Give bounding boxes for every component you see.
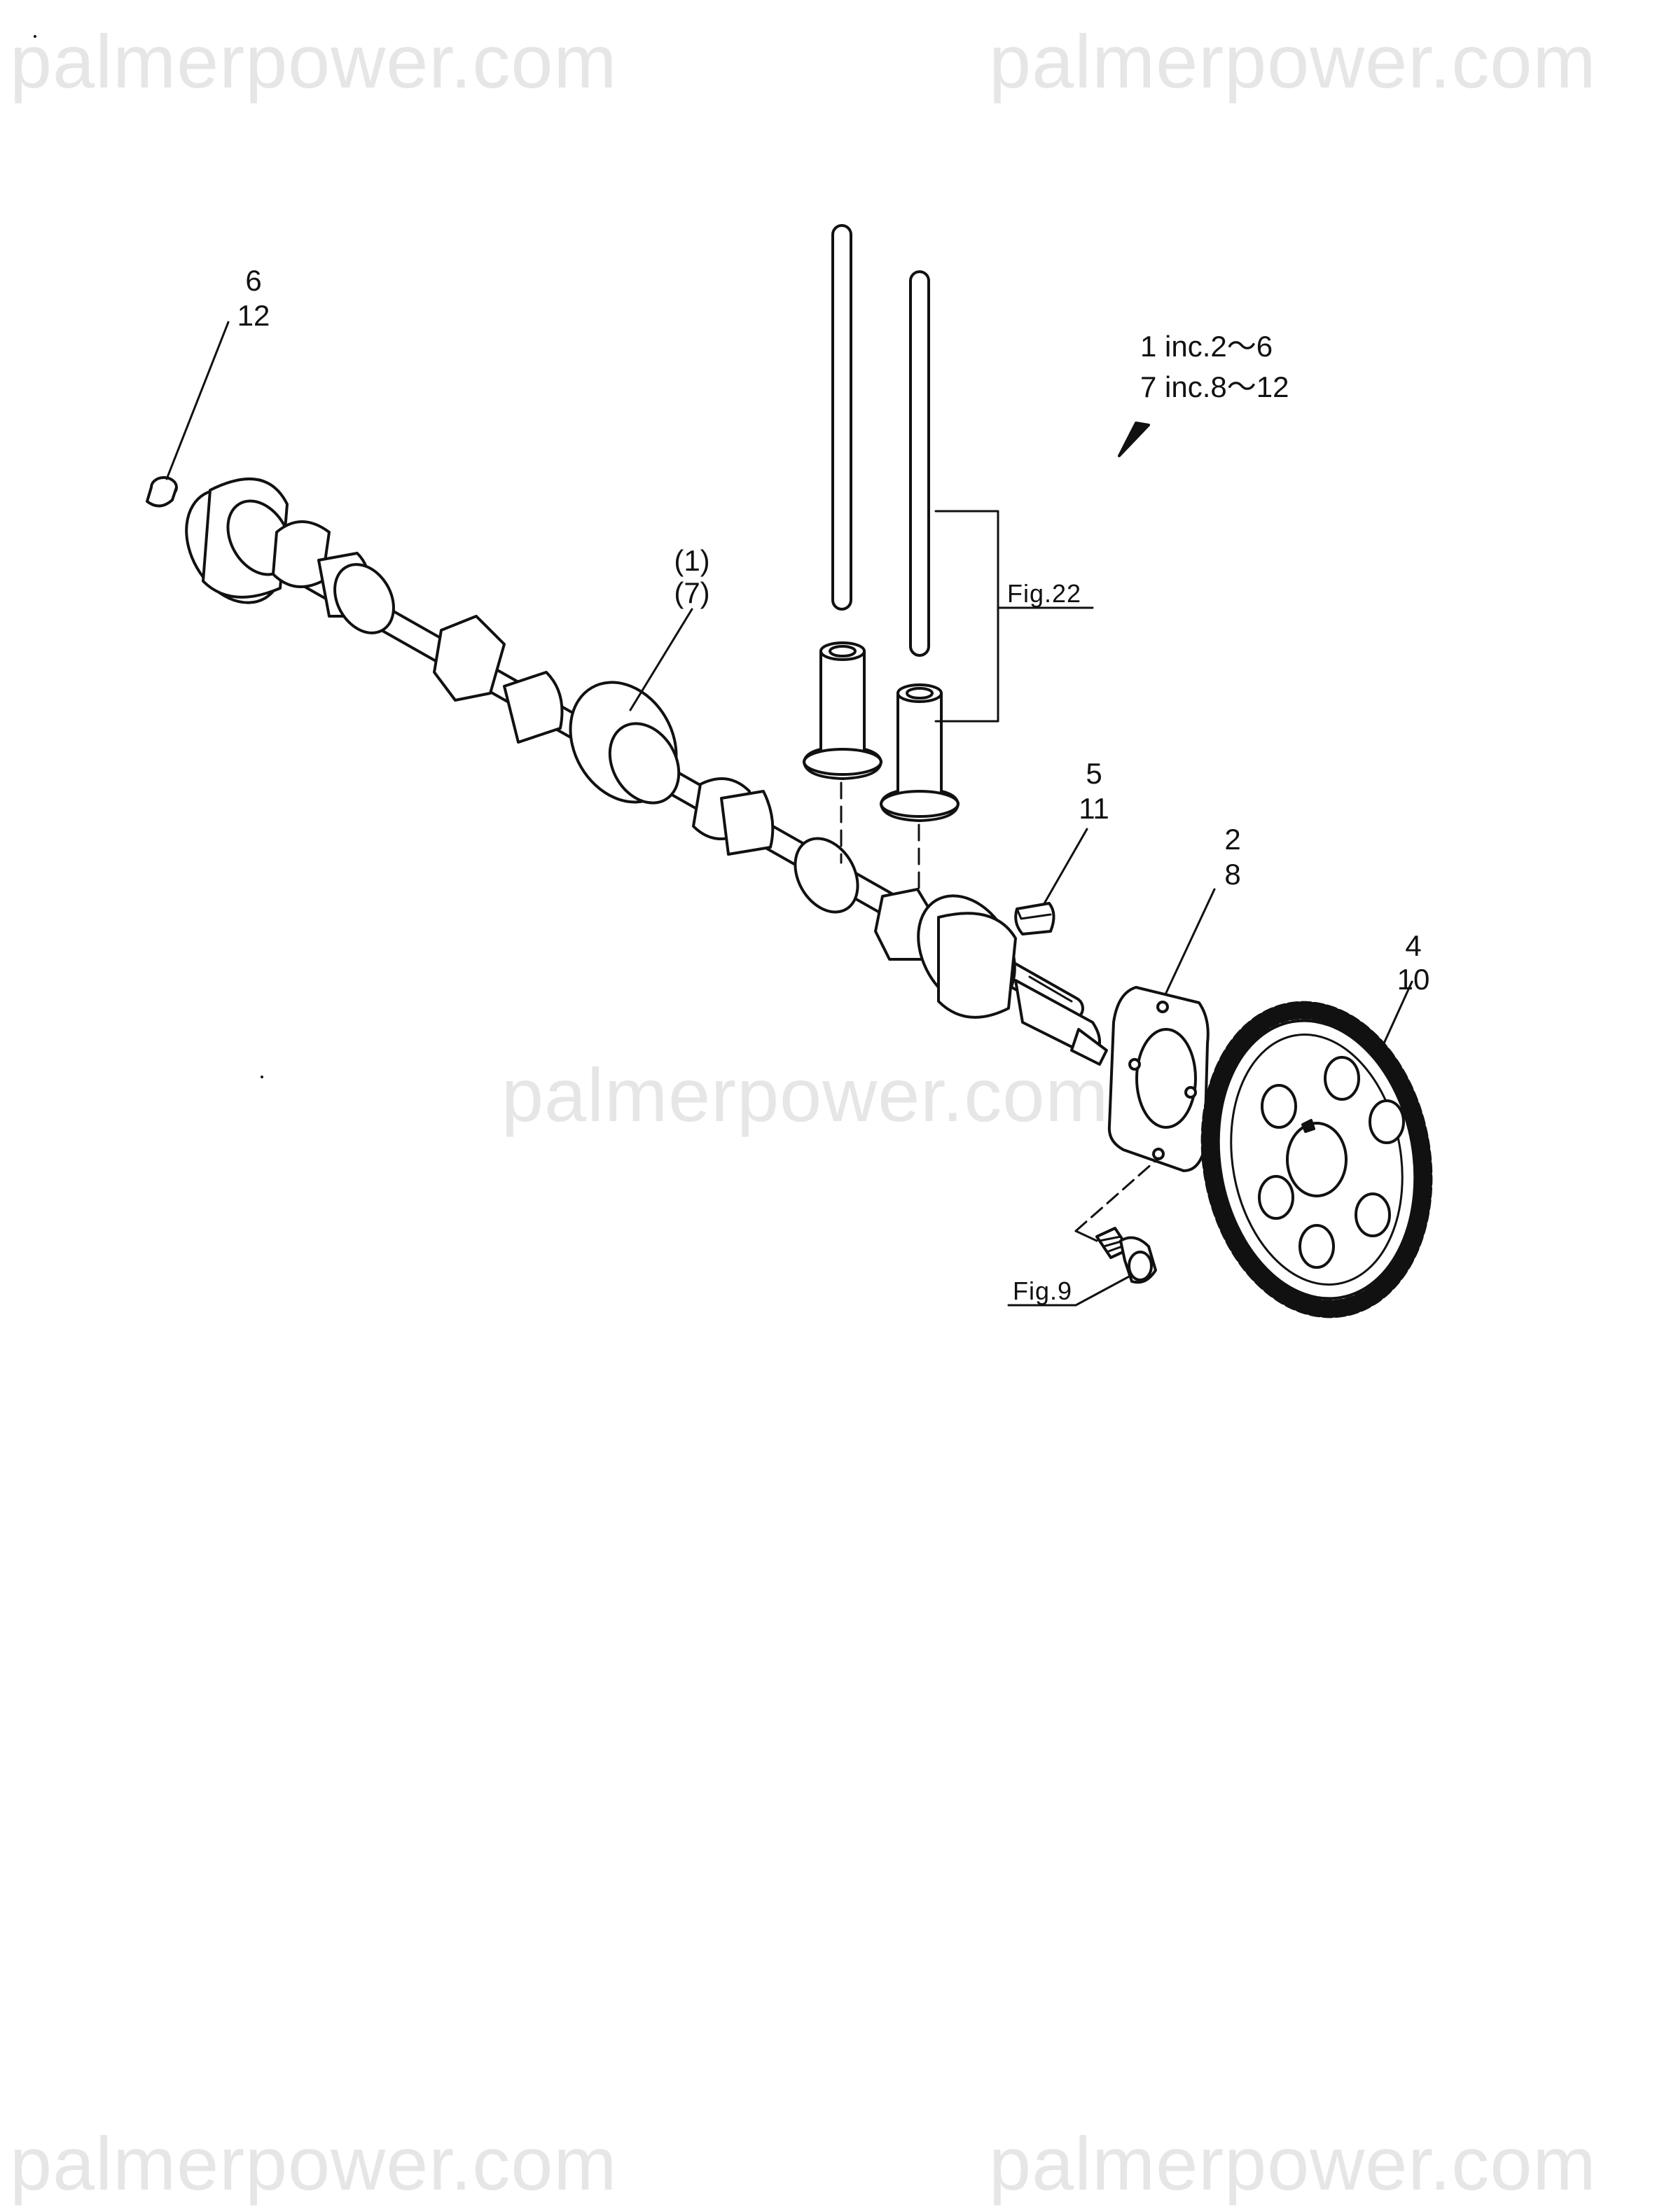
callout-thrust-plate-alternate: 8 [1224,858,1241,891]
callout-pin-primary: 6 [245,264,262,297]
tappet-right [880,683,960,822]
callout-gear-alternate: 10 [1397,963,1430,996]
push-rod-right [909,270,930,657]
watermark-top-left: palmerpower.com [10,19,618,104]
watermark-bottom-right: palmerpower.com [989,2121,1597,2206]
watermark-middle: palmerpower.com [501,1052,1109,1137]
callout-camshaft-alternate: (7) [674,576,710,609]
legend-line-2: 7 inc.8～12 [1140,370,1289,403]
woodruff-key [1014,902,1055,935]
callout-key-primary: 5 [1086,757,1102,790]
thrust-plate [1107,986,1210,1172]
cam-gear [1200,1001,1433,1319]
callout-key-alternate: 11 [1079,792,1109,825]
callout-thrust-plate-primary: 2 [1224,823,1241,856]
watermark-top-right: palmerpower.com [989,19,1597,104]
callout-pin-alternate: 12 [237,299,270,332]
fig-9-reference: Fig.9 [1013,1277,1073,1305]
camshaft [146,476,1108,1066]
legend-line-1: 1 inc.2～6 [1140,330,1273,363]
dowel-pin [146,476,178,508]
callout-gear-primary: 4 [1405,929,1422,962]
callout-camshaft-primary: (1) [674,544,710,577]
tappet-left [803,641,882,780]
direction-arrow-icon [1118,422,1150,457]
push-rod-left [831,224,852,611]
bolt [1095,1227,1157,1284]
watermark-bottom-left: palmerpower.com [10,2121,618,2206]
fig-22-reference: Fig.22 [1007,579,1082,608]
